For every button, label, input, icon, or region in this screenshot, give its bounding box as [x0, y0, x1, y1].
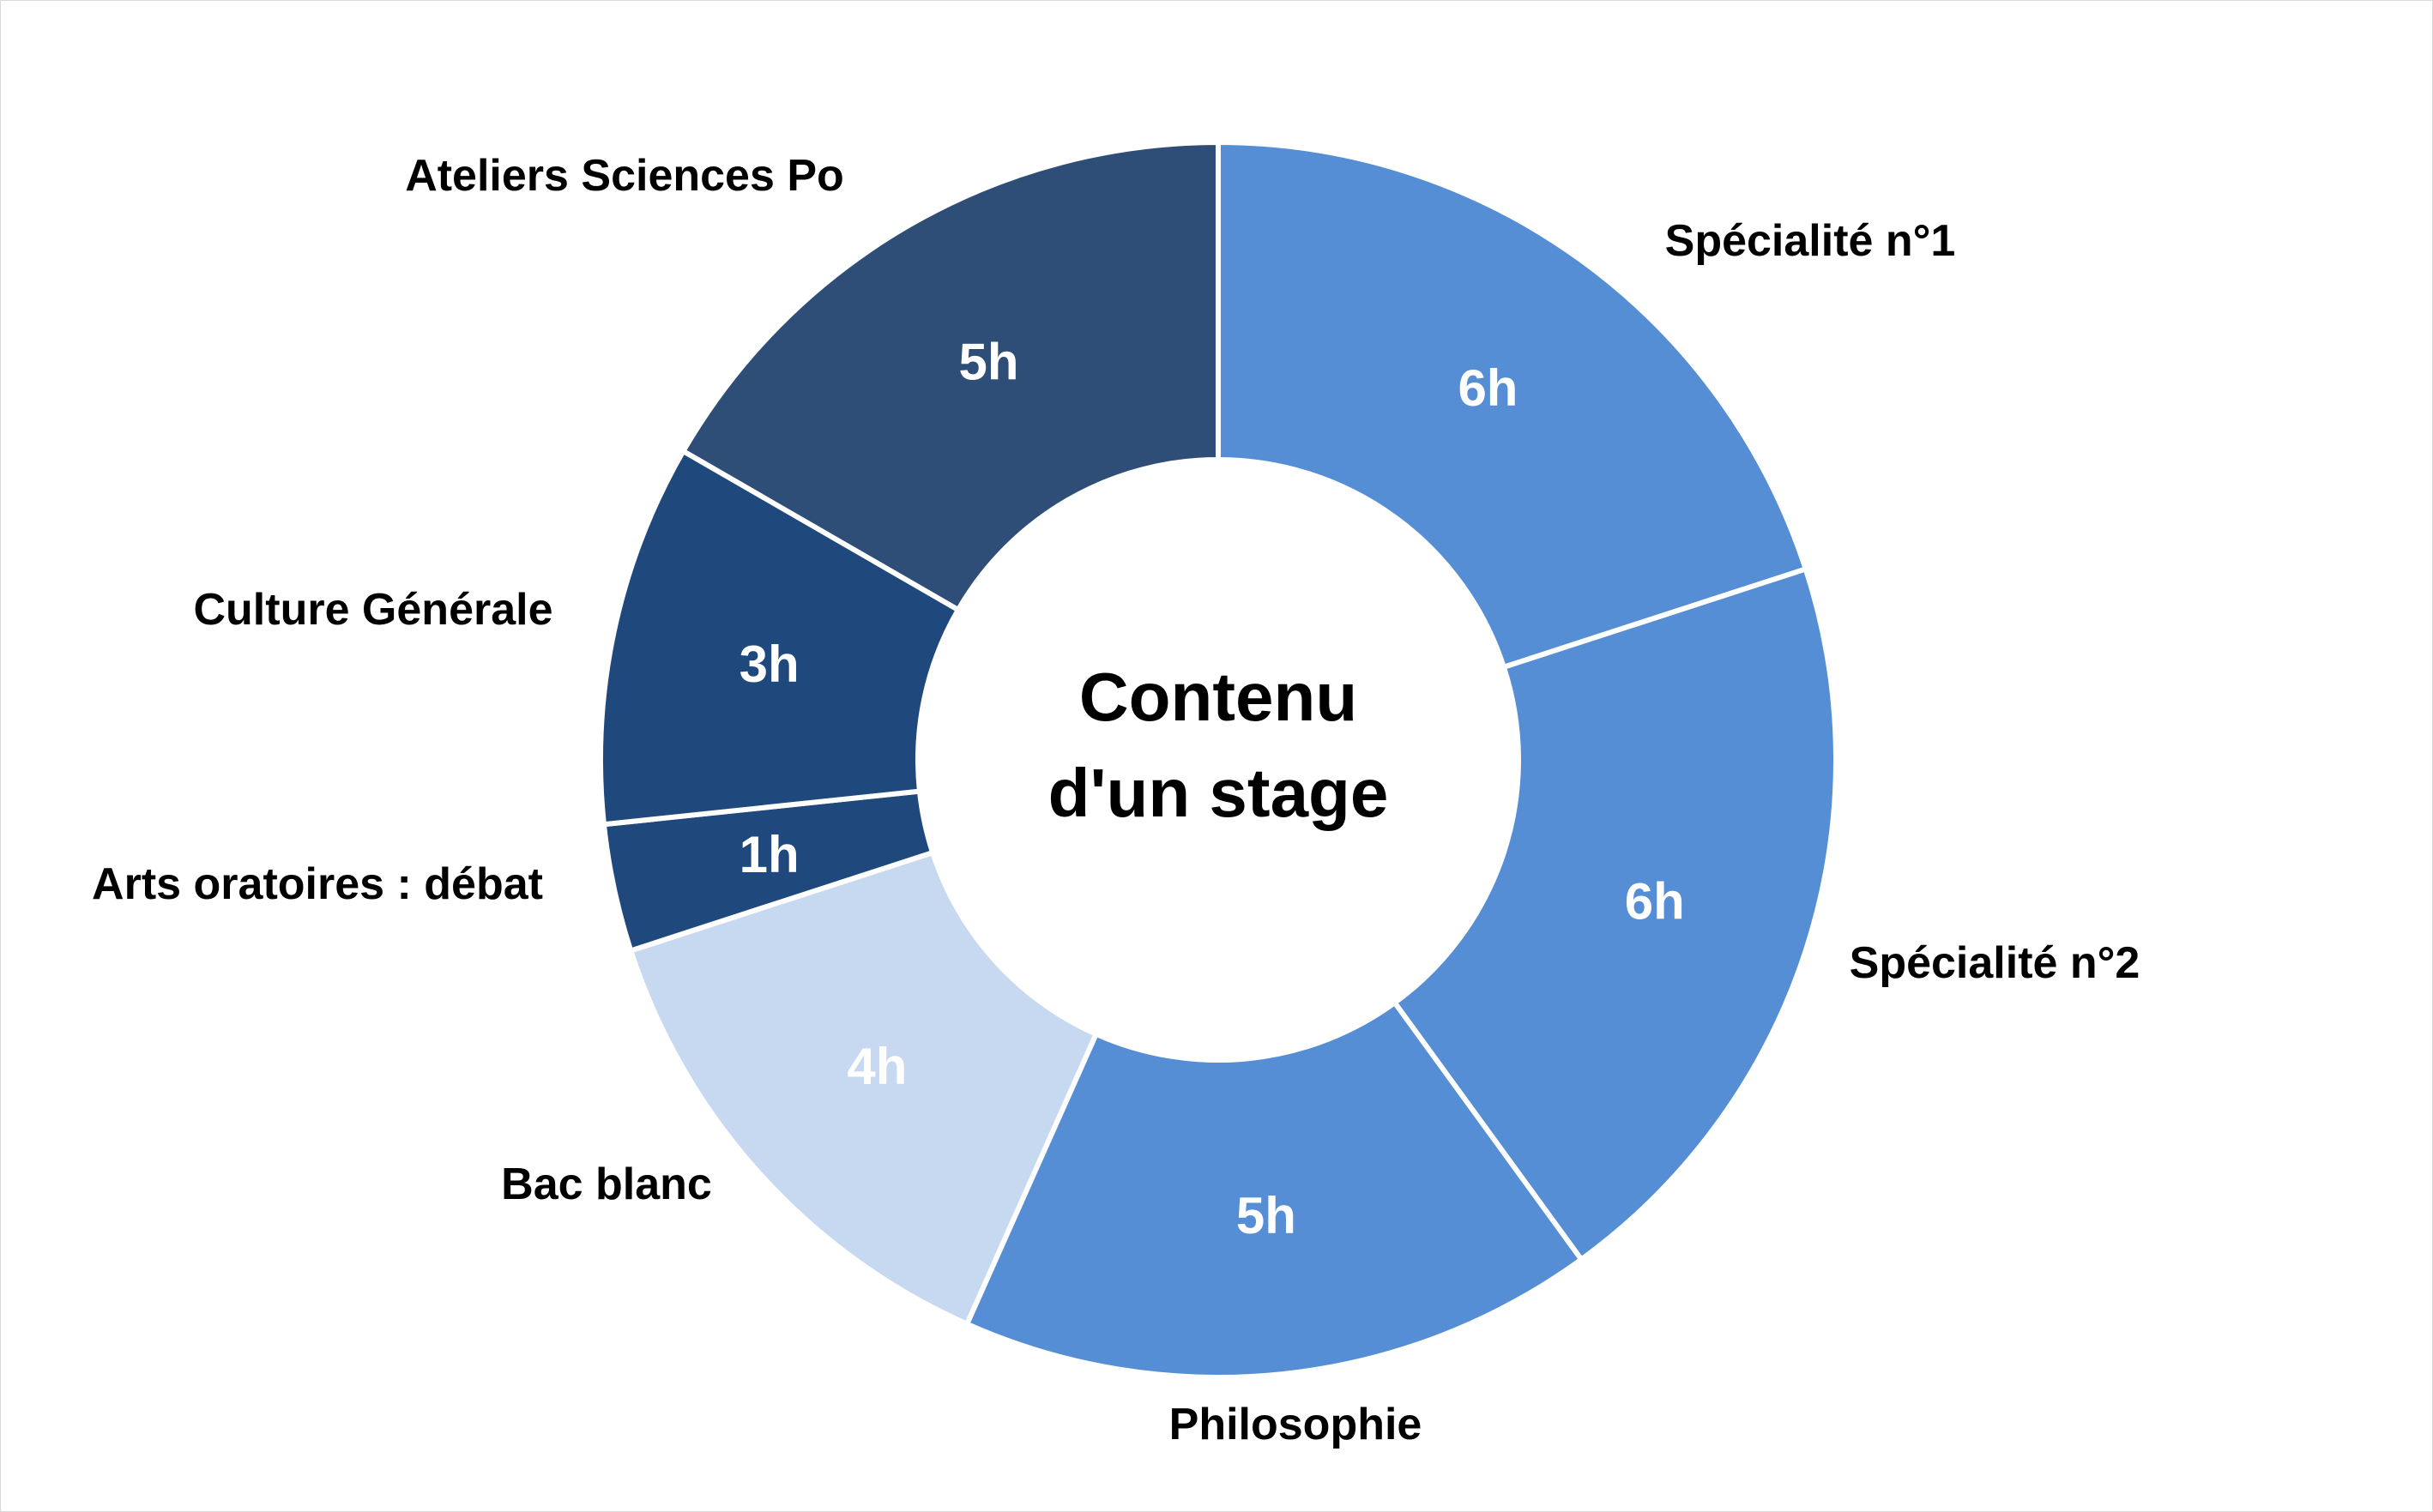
center-title-line-1: Contenu [1079, 659, 1357, 735]
value-labels: 6h 6h 5h 4h 1h 3h 5h [740, 334, 1685, 1244]
slice-category-label: Culture Générale [193, 585, 552, 635]
slice-category-label: Philosophie [1169, 1400, 1422, 1449]
slice-value-label: 3h [740, 636, 800, 693]
slice-value-label: 5h [958, 334, 1018, 391]
donut-slice [1391, 565, 1838, 1263]
slice-category-label: Bac blanc [501, 1160, 712, 1209]
slice-value-label: 1h [740, 826, 800, 883]
donut-slice [1216, 139, 1809, 671]
slice-category-label: Spécialité n°1 [1665, 216, 1956, 266]
donut-slice [679, 139, 1221, 614]
center-title-line-2: d'un stage [1048, 755, 1389, 831]
donut-slices [598, 139, 1838, 1380]
slice-category-label: Arts oratoires : débat [92, 859, 543, 909]
donut-slice [627, 849, 1100, 1328]
slice-category-label: Ateliers Sciences Po [405, 151, 844, 201]
donut-slice [963, 998, 1585, 1380]
donut-slice [598, 447, 962, 828]
slice-category-label: Spécialité n°2 [1850, 938, 2140, 988]
slice-value-label: 4h [847, 1038, 907, 1095]
slice-value-label: 5h [1236, 1187, 1296, 1244]
slice-value-label: 6h [1458, 359, 1518, 417]
slice-value-label: 6h [1625, 872, 1685, 930]
